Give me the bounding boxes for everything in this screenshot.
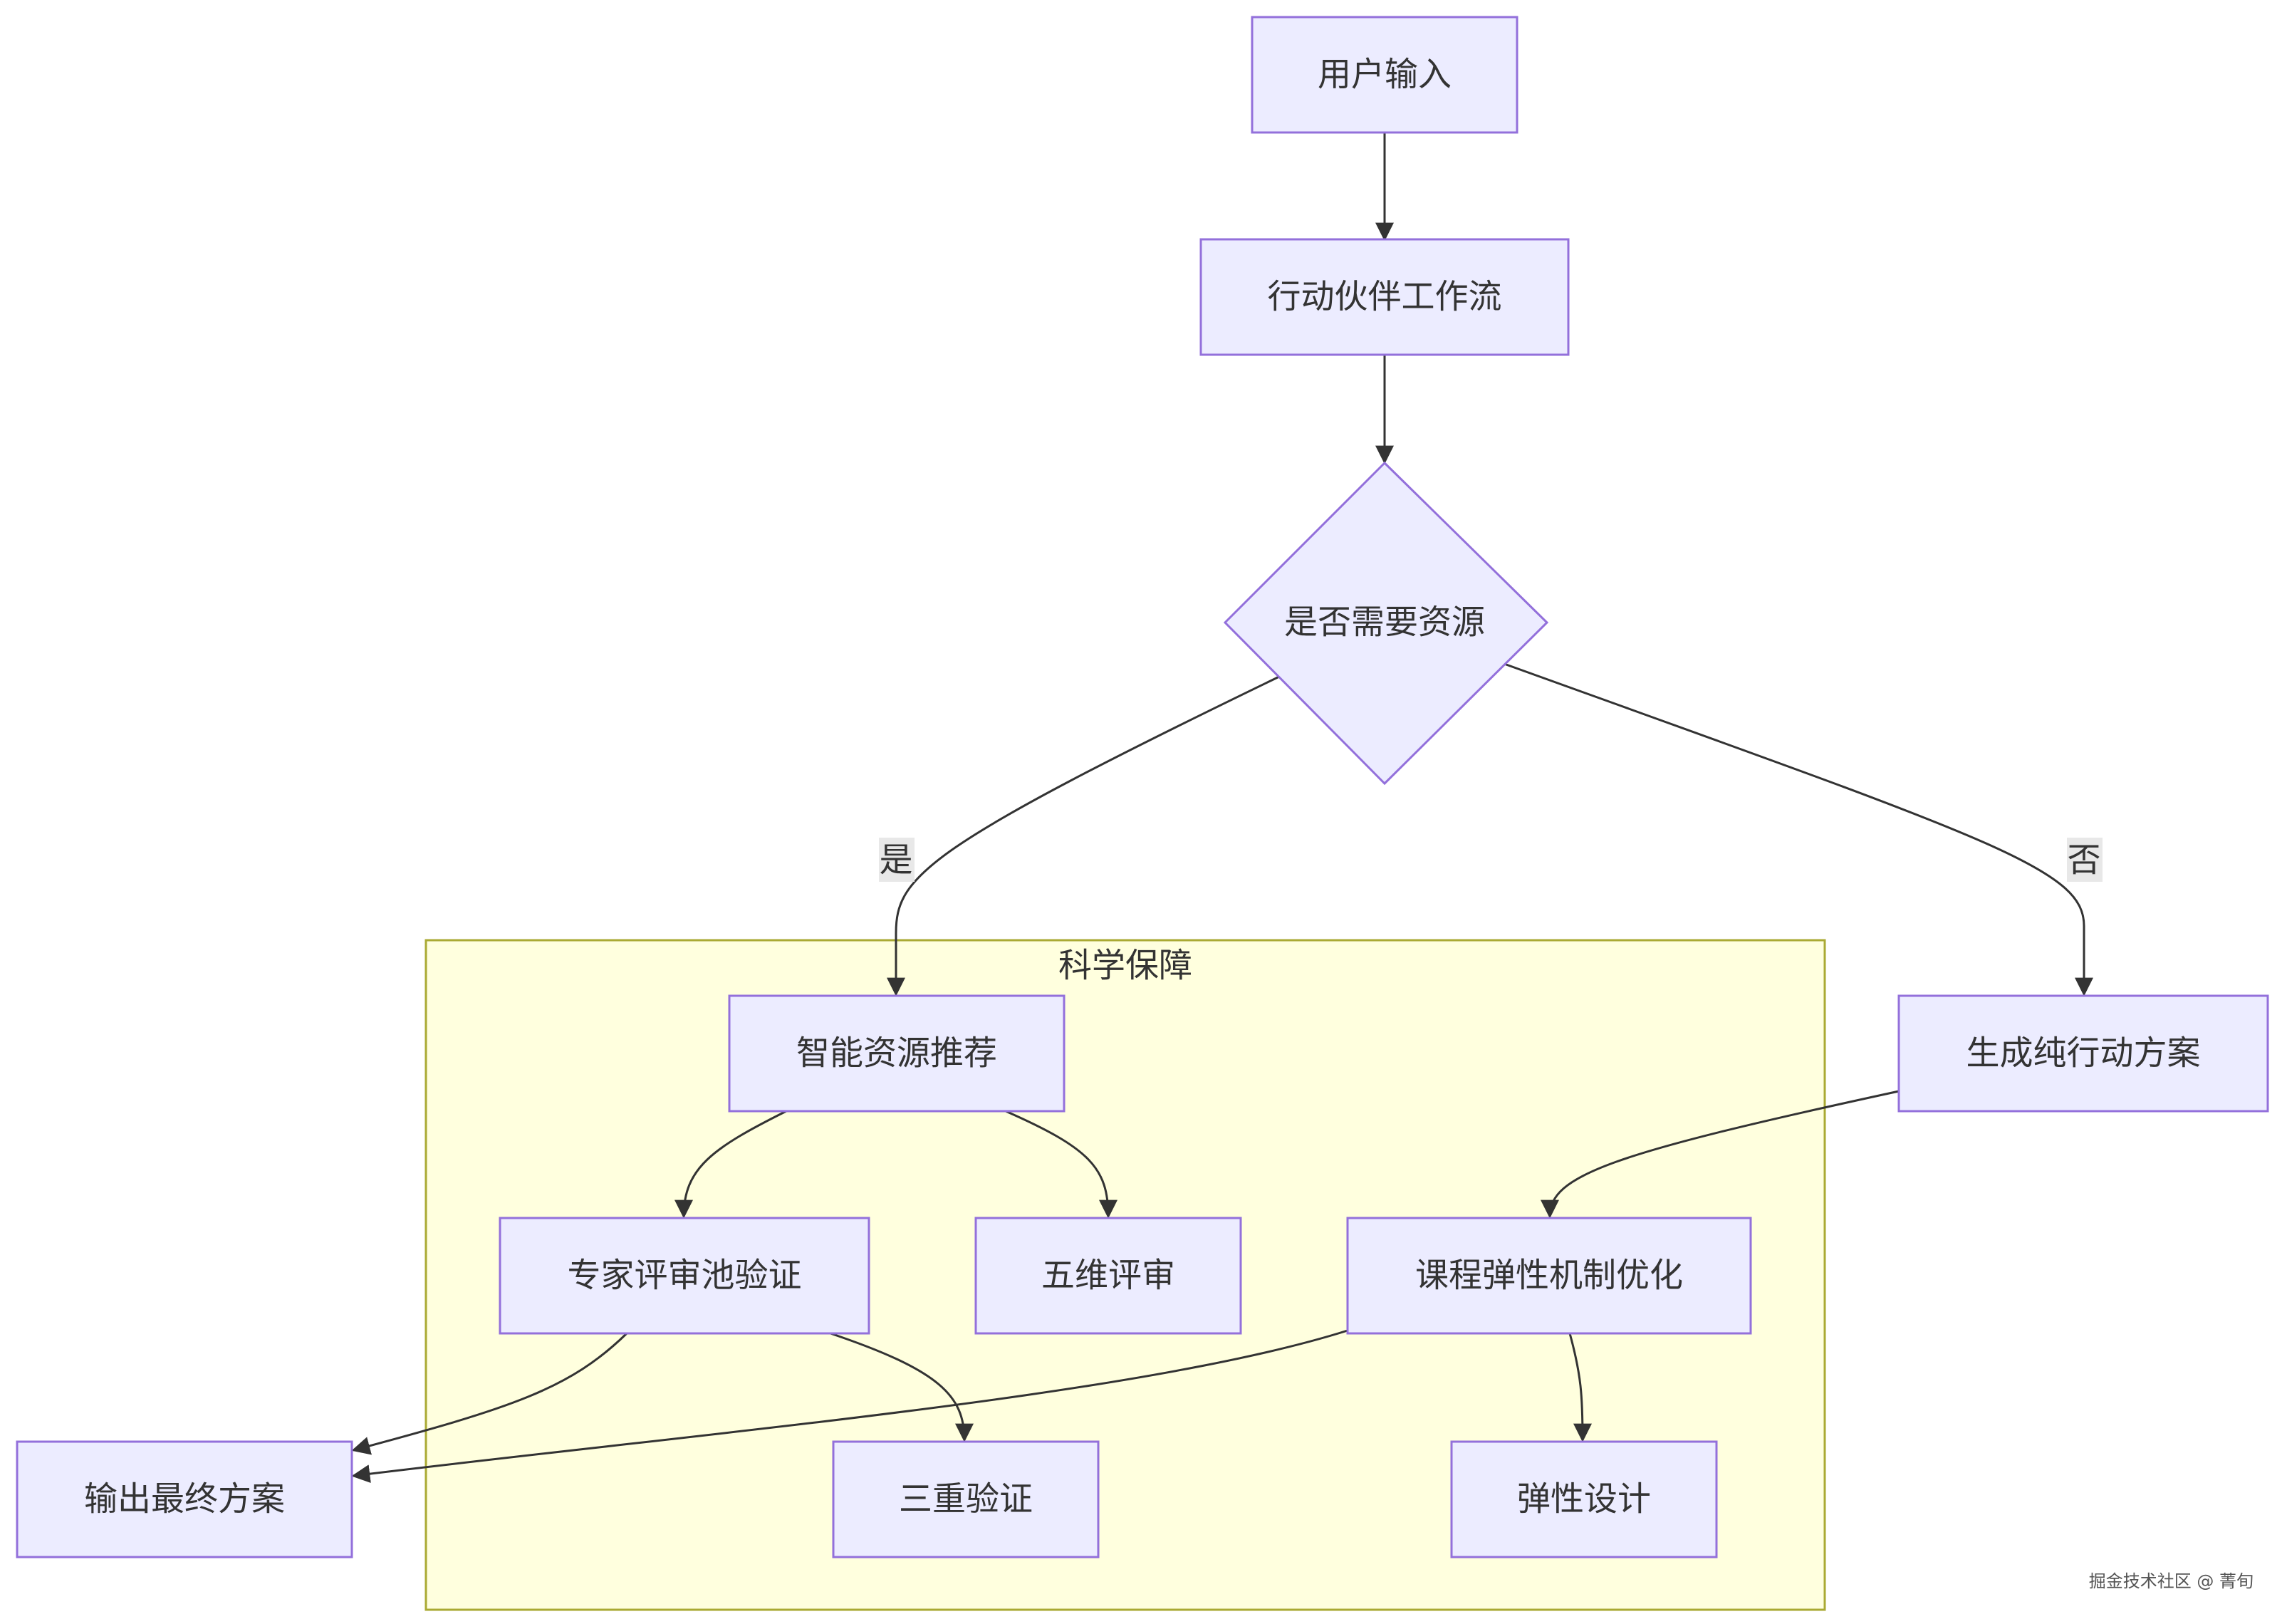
node-decision[interactable]: 是否需要资源 xyxy=(1223,461,1549,786)
node-pure-plan[interactable]: 生成纯行动方案 xyxy=(1897,994,2269,1113)
node-elastic-label: 弹性设计 xyxy=(1517,1480,1651,1519)
node-pure-plan-label: 生成纯行动方案 xyxy=(1966,1034,2201,1073)
node-triple[interactable]: 三重验证 xyxy=(832,1440,1100,1558)
node-workflow[interactable]: 行动伙伴工作流 xyxy=(1199,238,1570,356)
edge-decision-to-pure-plan xyxy=(1504,662,2093,996)
edge-label-yes-text: 是 xyxy=(880,841,913,880)
edge-course-to-output xyxy=(351,1329,1348,1484)
edges xyxy=(351,132,2093,1484)
node-output-label: 输出最终方案 xyxy=(84,1480,285,1519)
edge-expert-to-output xyxy=(351,1332,628,1455)
node-output[interactable]: 输出最终方案 xyxy=(16,1440,353,1558)
node-course-label: 课程弹性机制优化 xyxy=(1415,1256,1683,1296)
edge-recommend-to-expert xyxy=(674,1110,787,1219)
edge-pure-plan-to-course xyxy=(1541,1090,1900,1219)
node-user-input[interactable]: 用户输入 xyxy=(1251,16,1518,134)
edge-expert-to-triple xyxy=(830,1332,974,1442)
node-decision-label: 是否需要资源 xyxy=(1284,603,1485,642)
subgraph-title: 科学保障 xyxy=(1058,947,1192,986)
node-recommend[interactable]: 智能资源推荐 xyxy=(728,994,1066,1113)
edge-label-no-text: 否 xyxy=(2068,841,2101,880)
edge-decision-to-recommend xyxy=(887,675,1280,996)
node-recommend-label: 智能资源推荐 xyxy=(796,1034,997,1073)
edge-course-to-elastic xyxy=(1568,1333,1592,1442)
watermark-text: 掘金技术社区 @ 菁旬 xyxy=(2089,1571,2254,1591)
node-triple-label: 三重验证 xyxy=(899,1480,1033,1519)
edge-label-no: 否 xyxy=(2067,838,2103,882)
edge-label-yes: 是 xyxy=(879,838,915,882)
node-course[interactable]: 课程弹性机制优化 xyxy=(1346,1217,1752,1335)
node-user-input-label: 用户输入 xyxy=(1318,56,1452,95)
edge-recommend-to-five-dim xyxy=(1005,1110,1117,1219)
node-expert[interactable]: 专家评审池验证 xyxy=(499,1217,870,1335)
node-elastic[interactable]: 弹性设计 xyxy=(1450,1440,1718,1558)
node-five-dim[interactable]: 五维评审 xyxy=(974,1217,1242,1335)
node-expert-label: 专家评审池验证 xyxy=(568,1256,802,1296)
node-five-dim-label: 五维评审 xyxy=(1041,1256,1175,1296)
node-workflow-label: 行动伙伴工作流 xyxy=(1268,278,1502,317)
